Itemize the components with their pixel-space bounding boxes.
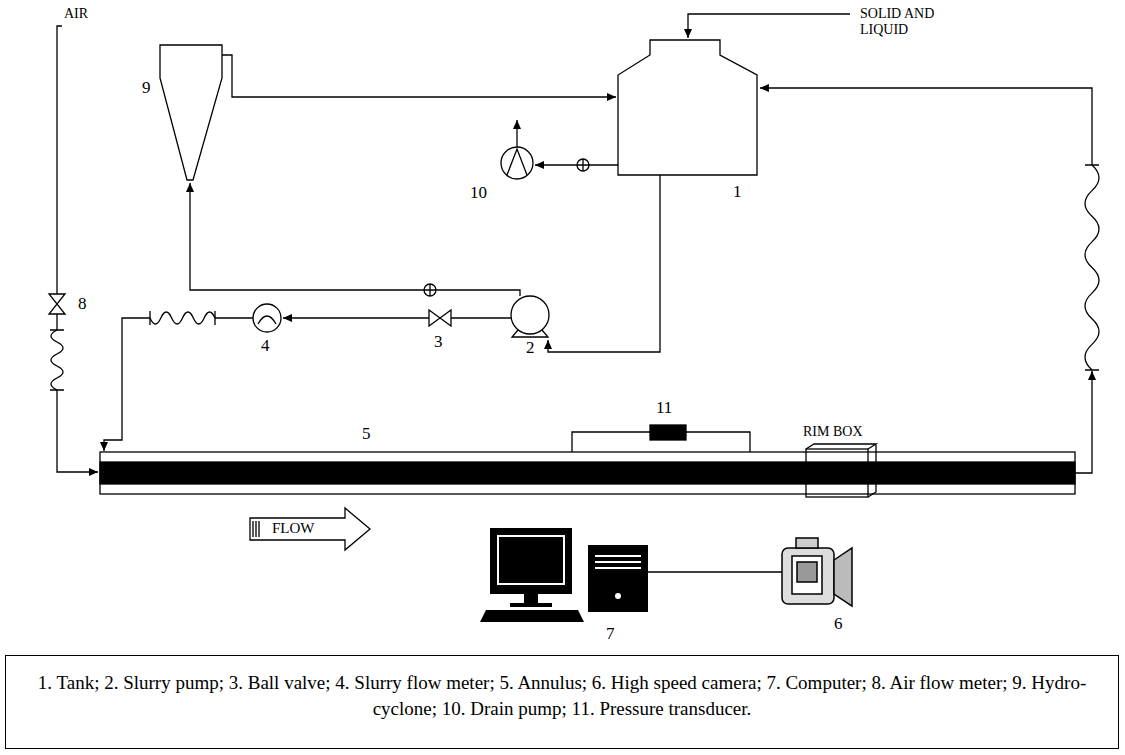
slurry-pump [511, 296, 549, 334]
return-line [1085, 165, 1099, 370]
callout-number: 5 [362, 424, 371, 444]
high-speed-camera [782, 538, 852, 606]
flow-arrow [253, 521, 259, 537]
callout-number: 6 [834, 614, 843, 634]
callout-number: 9 [142, 78, 151, 98]
camera-cable [648, 571, 782, 572]
annotation-label: AIR [64, 6, 88, 22]
drain-pump [501, 147, 533, 179]
return-line [760, 88, 1092, 165]
callout-number: 3 [434, 332, 443, 352]
annotation-label: SOLID AND LIQUID [860, 6, 942, 38]
discharge-line [283, 317, 429, 318]
flexible-hose [51, 330, 63, 390]
pressure-transducer [650, 425, 686, 440]
slurry-pump [512, 330, 548, 337]
junction-symbol [577, 159, 589, 171]
legend-text: 1. Tank; 2. Slurry pump; 3. Ball valve; … [16, 670, 1108, 721]
callout-number: 10 [470, 183, 487, 203]
slurry-flow-meter [258, 316, 276, 324]
annotation-label: FLOW [272, 520, 315, 537]
callout-number: 8 [78, 294, 87, 314]
overflow-pipe [222, 55, 616, 97]
computer [480, 528, 648, 622]
discharge-line [451, 317, 511, 318]
annotation-label: RIM BOX [803, 424, 863, 440]
rim-box [806, 449, 868, 497]
callout-number: 11 [656, 398, 672, 418]
hydro-cyclone [160, 45, 222, 180]
callout-number: 1 [733, 182, 742, 202]
air-line [57, 390, 98, 472]
drain-pump [507, 149, 527, 175]
cyclone-feed-pipe [190, 183, 520, 296]
air-line [50, 314, 64, 390]
slurry-flow-meter [253, 304, 281, 332]
inlet-line [104, 318, 150, 451]
annulus [100, 452, 1075, 494]
feed-line [688, 14, 850, 38]
suction-line [548, 175, 660, 352]
flow-arrow [250, 508, 370, 550]
junction-symbol [424, 284, 436, 296]
callout-number: 2 [526, 338, 535, 358]
return-line [1075, 372, 1092, 473]
junction-symbol [424, 284, 436, 296]
legend-box: 1. Tank; 2. Slurry pump; 3. Ball valve; … [5, 655, 1119, 749]
air-flow-meter [49, 294, 65, 314]
callout-number: 7 [606, 624, 615, 644]
ball-valve [429, 310, 451, 326]
drain-outlet [516, 120, 517, 147]
hose-line [150, 311, 253, 325]
air-line [57, 26, 62, 294]
callout-number: 4 [261, 336, 270, 356]
tank [618, 40, 757, 175]
flexible-hose [1085, 165, 1099, 370]
return-line [1091, 371, 1092, 380]
rim-box [806, 444, 876, 497]
annulus-inner-pipe [100, 462, 1075, 484]
flexible-hose [150, 312, 215, 324]
junction-symbol [577, 159, 589, 171]
